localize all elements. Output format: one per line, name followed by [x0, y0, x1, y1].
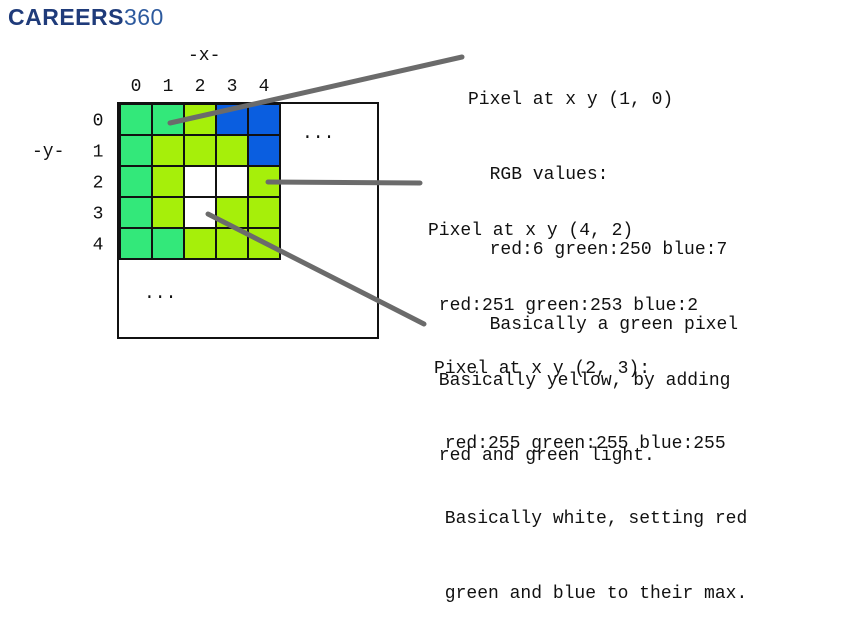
- y-axis-label: -y-: [32, 142, 64, 162]
- careers360-logo: CAREERS360: [8, 4, 164, 31]
- callout-line: RGB values:: [468, 165, 609, 185]
- pixel-cell: [215, 196, 249, 229]
- pixel-cell: [119, 196, 153, 229]
- ellipsis-right: ...: [302, 124, 334, 144]
- pixel-cell: [151, 165, 185, 198]
- x-tick-label: 0: [131, 77, 142, 97]
- y-tick-label: 3: [93, 205, 104, 225]
- x-tick-label: 4: [259, 77, 270, 97]
- pixel-cell: [183, 165, 217, 198]
- callout-line: Pixel at x y (1, 0): [468, 90, 674, 110]
- callout-line: Basically white, setting red: [434, 509, 748, 529]
- pixel-cell: [247, 196, 281, 229]
- callout-line: red:255 green:255 blue:255: [434, 434, 726, 454]
- pixel-cell: [151, 227, 185, 260]
- pixel-cell: [215, 134, 249, 167]
- y-tick-label: 0: [93, 112, 104, 132]
- callout-line: green and blue to their max.: [434, 584, 748, 604]
- pixel-grid-diagram: -x- -y- 0 1 2 3 4 0 1 2 3 4 ... ...: [32, 46, 465, 339]
- callout-line: Pixel at x y (2, 3):: [434, 359, 651, 379]
- callout-pixel-2-3: Pixel at x y (2, 3): red:255 green:255 b…: [434, 307, 747, 632]
- pixel-cell: [247, 134, 281, 167]
- pixel-cell: [215, 165, 249, 198]
- x-ticks: 0 1 2 3 4: [131, 77, 270, 97]
- pixel-cell: [119, 227, 153, 260]
- callout-pixel-1-0: Pixel at x y (1, 0) RGB values: red:6 gr…: [468, 38, 738, 363]
- y-tick-label: 2: [93, 174, 104, 194]
- leader-line-2: [265, 179, 423, 186]
- pixel-cell: [183, 227, 217, 260]
- callout-line: red:6 green:250 blue:7: [468, 240, 728, 260]
- callout-line: Basically a green pixel: [468, 315, 739, 335]
- x-axis-label: -x-: [188, 46, 220, 66]
- pixel-cell: [119, 165, 153, 198]
- logo-number: 360: [123, 4, 164, 30]
- callout-line: Basically yellow, by adding: [428, 371, 731, 391]
- y-tick-label: 4: [93, 236, 104, 256]
- y-tick-label: 1: [93, 143, 104, 163]
- pixel-cell: [119, 134, 153, 167]
- x-tick-label: 2: [195, 77, 206, 97]
- y-ticks: 0 1 2 3 4: [93, 112, 104, 256]
- pixel-cell: [183, 134, 217, 167]
- callout-line: Pixel at x y (4, 2): [428, 221, 634, 241]
- pixel-cell: [183, 196, 217, 229]
- pixel-cell: [119, 103, 153, 136]
- ellipsis-bottom: ...: [144, 284, 176, 304]
- pixel-cell: [247, 103, 281, 136]
- x-tick-label: 3: [227, 77, 238, 97]
- pixel-cell: [151, 134, 185, 167]
- pixel-cell: [151, 196, 185, 229]
- x-tick-label: 1: [163, 77, 174, 97]
- logo-word: CAREERS: [8, 4, 124, 30]
- callout-line: red:251 green:253 blue:2: [428, 296, 699, 316]
- leader-line-1: [167, 54, 465, 126]
- leader-line-3: [205, 211, 427, 327]
